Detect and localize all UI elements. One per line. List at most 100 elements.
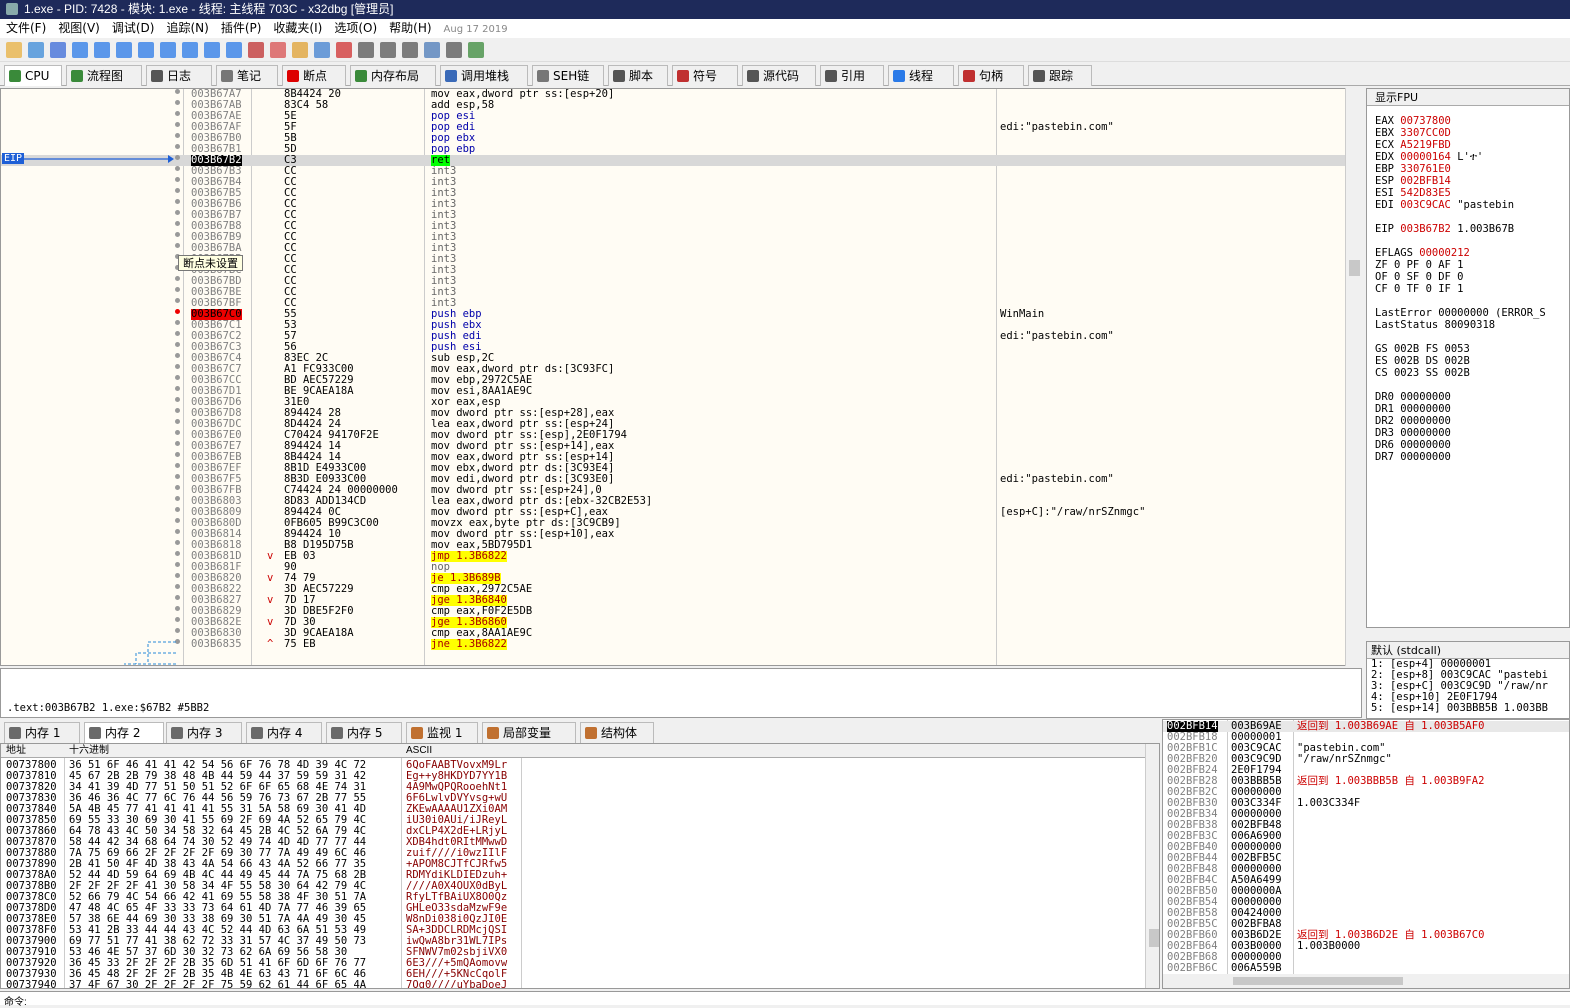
debug-register-2[interactable]: DR2 00000000 (1375, 415, 1451, 427)
toolbar-icon-9[interactable] (204, 42, 220, 58)
register-ebx[interactable]: EBX 3307CC0D (1375, 127, 1451, 139)
breakpoint-dot[interactable] (175, 573, 180, 578)
call-arg-1[interactable]: 1: [esp+4] 00000001 (1371, 658, 1492, 670)
breakpoint-dot[interactable] (175, 210, 180, 215)
toolbar-icon-21[interactable] (468, 42, 484, 58)
dump-scrollbar[interactable] (1145, 744, 1159, 988)
call-arg-4[interactable]: 4: [esp+10] 2E0F1794 (1371, 691, 1498, 703)
tab-0[interactable]: CPU (4, 65, 62, 86)
disasm-vertical-scrollbar[interactable] (1345, 88, 1362, 666)
toolbar-icon-16[interactable] (358, 42, 374, 58)
breakpoint-dot[interactable] (175, 331, 180, 336)
eflags[interactable]: EFLAGS 00000212 (1375, 247, 1470, 259)
debug-register-1[interactable]: DR1 00000000 (1375, 403, 1451, 415)
register-eax[interactable]: EAX 00737800 (1375, 115, 1451, 127)
breakpoint-dot[interactable] (175, 485, 180, 490)
tab-12[interactable]: 线程 (888, 65, 954, 86)
debug-register-3[interactable]: DR3 00000000 (1375, 427, 1451, 439)
register-esp[interactable]: ESP 002BFB14 (1375, 175, 1451, 187)
tab-13[interactable]: 句柄 (958, 65, 1024, 86)
call-arg-5[interactable]: 5: [esp+14] 003BBB5B 1.003BB (1371, 702, 1549, 714)
register-esi[interactable]: ESI 542D83E5 (1375, 187, 1451, 199)
toolbar-icon-0[interactable] (6, 42, 22, 58)
toolbar-icon-7[interactable] (160, 42, 176, 58)
breakpoint-dot[interactable] (175, 397, 180, 402)
toolbar-icon-8[interactable] (182, 42, 198, 58)
breakpoint-dot[interactable] (175, 144, 180, 149)
breakpoint-dot[interactable] (175, 474, 180, 479)
breakpoint-dot[interactable] (175, 507, 180, 512)
breakpoint-dot[interactable] (175, 221, 180, 226)
dump-tab-7[interactable]: 结构体 (580, 722, 654, 743)
tab-3[interactable]: 笔记 (216, 65, 278, 86)
toolbar-icon-18[interactable] (402, 42, 418, 58)
breakpoint-dot[interactable] (175, 386, 180, 391)
tab-5[interactable]: 内存布局 (350, 65, 436, 86)
breakpoint-dot[interactable] (175, 342, 180, 347)
breakpoint-dot[interactable] (175, 100, 180, 105)
breakpoint-dot[interactable] (175, 287, 180, 292)
breakpoint-dot[interactable] (175, 540, 180, 545)
dump-tab-1[interactable]: 内存 2 (84, 722, 164, 743)
dump-tab-0[interactable]: 内存 1 (4, 722, 80, 743)
flags-row-0[interactable]: ZF 0 PF 0 AF 1 (1375, 259, 1464, 271)
toolbar-icon-17[interactable] (380, 42, 396, 58)
stack-scrollbar[interactable] (1163, 974, 1569, 988)
breakpoint-dot[interactable] (175, 353, 180, 358)
breakpoint-dot[interactable] (175, 122, 180, 127)
breakpoint-dot[interactable] (175, 298, 180, 303)
flags-row-2[interactable]: CF 0 TF 0 IF 1 (1375, 283, 1464, 295)
breakpoint-dot[interactable] (175, 166, 180, 171)
flags-row-1[interactable]: OF 0 SF 0 DF 0 (1375, 271, 1464, 283)
breakpoint-dot[interactable] (175, 595, 180, 600)
breakpoint-dot[interactable] (175, 188, 180, 193)
register-edi[interactable]: EDI 003C9CAC "pastebin (1375, 199, 1514, 211)
breakpoint-dot[interactable] (175, 496, 180, 501)
breakpoint-dot[interactable] (175, 364, 180, 369)
breakpoint-dot[interactable] (175, 408, 180, 413)
tab-9[interactable]: 符号 (672, 65, 738, 86)
toolbar-icon-1[interactable] (28, 42, 44, 58)
breakpoint-dot[interactable] (175, 133, 180, 138)
toolbar-icon-3[interactable] (72, 42, 88, 58)
tab-14[interactable]: 跟踪 (1028, 65, 1092, 86)
menu-item-1[interactable]: 视图(V) (58, 21, 100, 35)
call-arg-2[interactable]: 2: [esp+8] 003C9CAC "pastebi (1371, 669, 1549, 681)
breakpoint-dot[interactable] (175, 276, 180, 281)
dump-tab-2[interactable]: 内存 3 (166, 722, 242, 743)
breakpoint-dot[interactable] (175, 232, 180, 237)
breakpoint-dot[interactable] (175, 375, 180, 380)
tab-7[interactable]: SEH链 (532, 65, 604, 86)
